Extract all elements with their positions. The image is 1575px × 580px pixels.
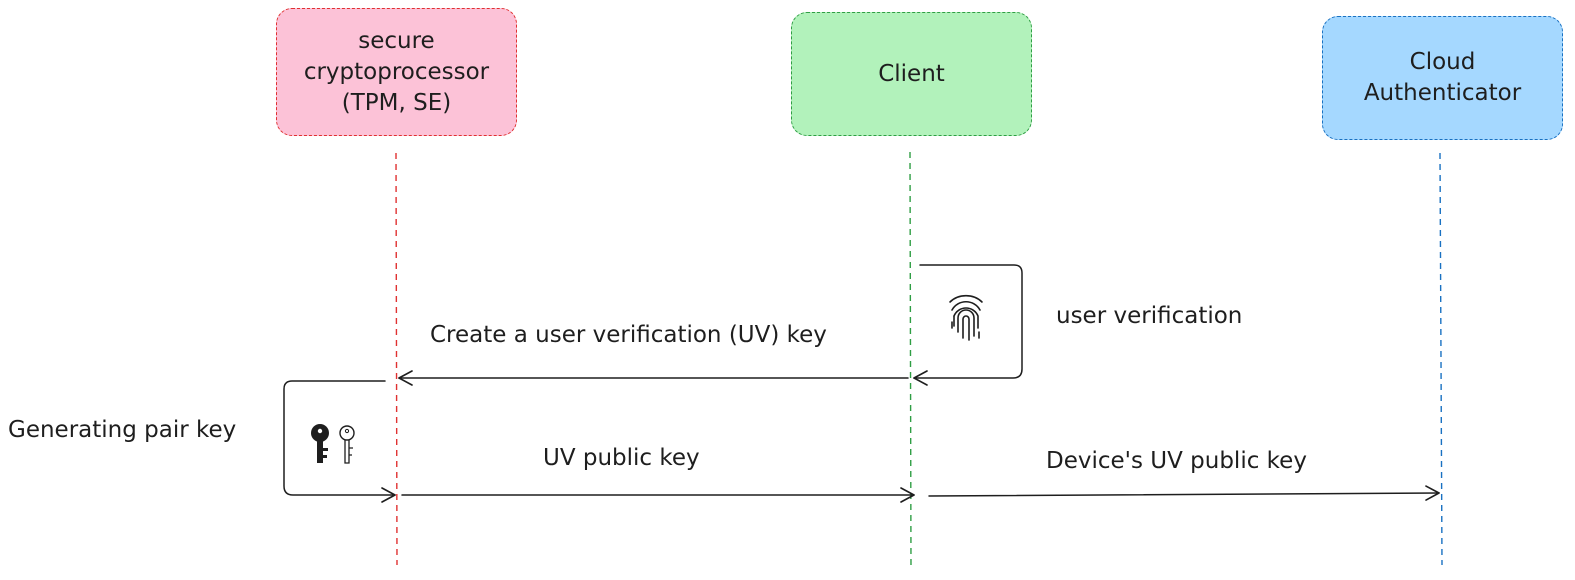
actor-secure-cryptoprocessor-label: secure cryptoprocessor (TPM, SE) <box>303 27 490 116</box>
actor-client: Client <box>791 12 1032 136</box>
label-device-uv-public-key: Device's UV public key <box>1046 448 1307 474</box>
self-loop-generating-pair-key <box>283 380 396 503</box>
arrow-device-uv-public-key <box>928 485 1440 501</box>
actor-secure-cryptoprocessor: secure cryptoprocessor (TPM, SE) <box>276 8 517 136</box>
actor-client-label: Client <box>878 60 945 87</box>
actor-cloud-authenticator: Cloud Authenticator <box>1322 16 1563 140</box>
fingerprint-icon <box>949 294 983 341</box>
lifeline-secure-cryptoprocessor <box>395 152 398 566</box>
lifeline-cloud-authenticator <box>1439 152 1443 566</box>
label-generating-pair-key: Generating pair key <box>8 417 237 443</box>
key-pair-icon <box>311 424 355 464</box>
actor-cloud-authenticator-label: Cloud Authenticator <box>1363 49 1522 106</box>
self-loop-user-verification <box>913 264 1023 386</box>
label-create-uv-key: Create a user verification (UV) key <box>430 322 827 348</box>
label-user-verification: user verification <box>1056 303 1243 329</box>
label-uv-public-key: UV public key <box>543 445 700 471</box>
lifeline-client <box>909 151 912 571</box>
